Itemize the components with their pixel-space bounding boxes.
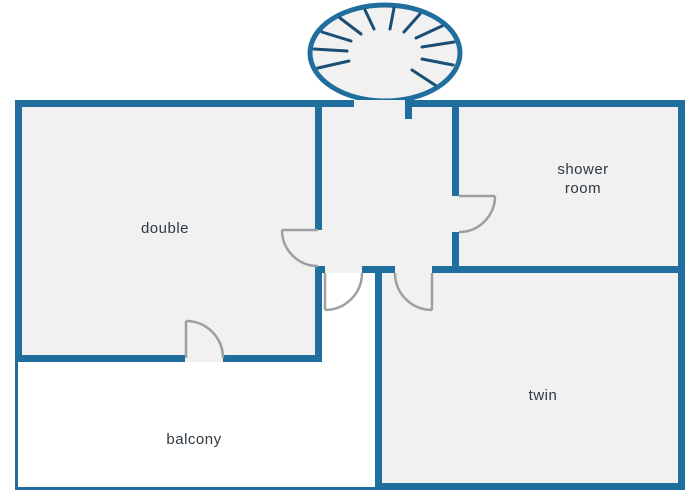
door-arc-hall-twin [393, 272, 434, 312]
door-arc-double-balcony [184, 319, 225, 359]
door-arc-hall-balcony [323, 272, 364, 312]
door-arc-shower-room [458, 194, 497, 234]
room-hallway [315, 100, 459, 273]
room-label-shower-room: shower room [557, 161, 609, 197]
door-arc-hall-double [280, 228, 319, 268]
room-label-balcony: balcony [166, 431, 222, 448]
stair-treads-icon [312, 6, 456, 87]
balcony-outline [15, 362, 378, 490]
room-shower [452, 100, 685, 273]
room-label-twin: twin [528, 387, 558, 404]
room-twin [375, 266, 685, 490]
spiral-staircase [307, 2, 463, 104]
room-label-double: double [140, 220, 190, 237]
room-double [15, 100, 322, 362]
walls [15, 100, 685, 490]
